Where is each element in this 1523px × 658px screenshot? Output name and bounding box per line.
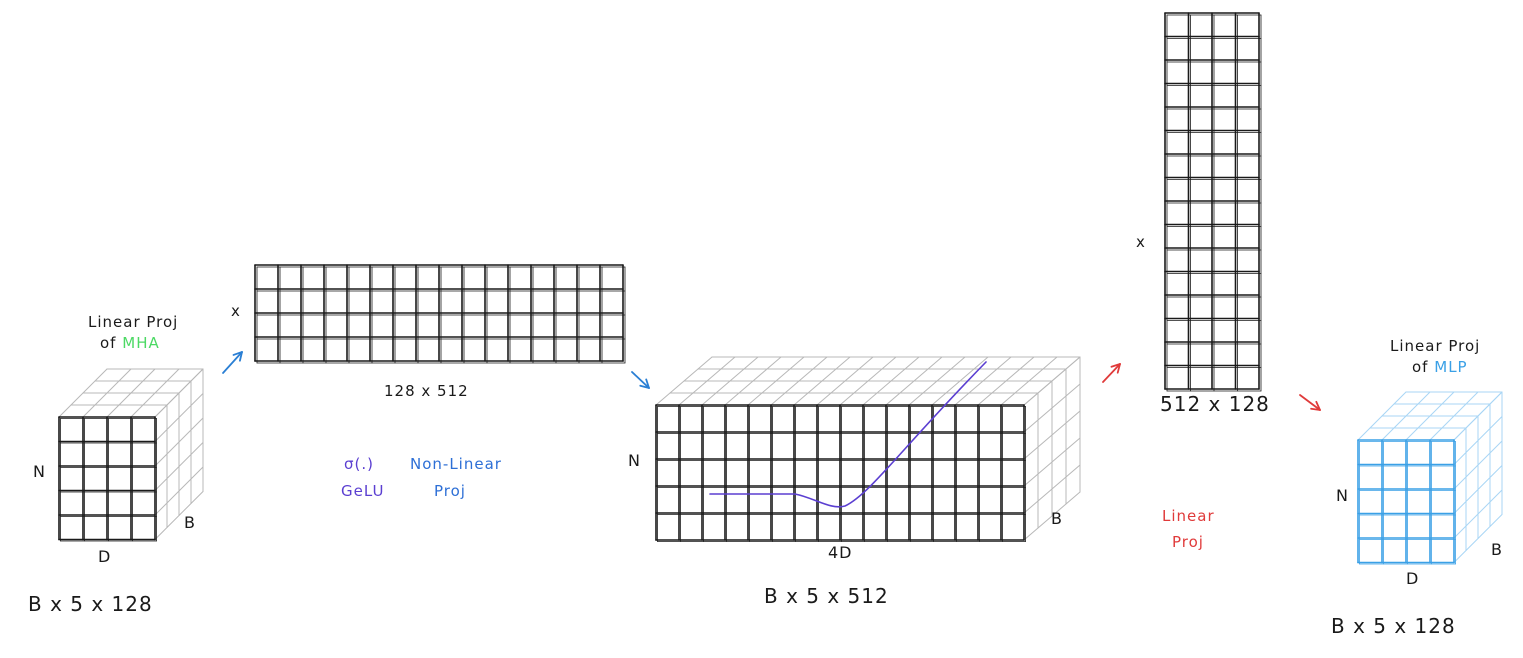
- output-axis-d: D: [1406, 569, 1420, 588]
- input-axis-d: D: [98, 547, 112, 566]
- input-title-line1: Linear Proj: [88, 313, 179, 331]
- arrow-icon-4: [1299, 394, 1321, 411]
- nonlinear-proj-label: Proj: [434, 482, 466, 500]
- linear-proj-label: Proj: [1172, 533, 1204, 551]
- nonlinear-label: Non-Linear: [410, 455, 502, 473]
- input-title-line2: of MHA: [100, 334, 160, 352]
- arrow-icon-4-head: [1310, 407, 1321, 411]
- output-title-line2: of MLP: [1412, 358, 1468, 376]
- input-axis-b: B: [184, 513, 196, 532]
- input-axis-n: N: [33, 462, 46, 481]
- arrow-icon-2: [631, 371, 650, 389]
- arrow-icon-3: [1102, 363, 1121, 383]
- arrow-icon-1: [222, 351, 243, 374]
- arrow-icon-2-head: [645, 378, 650, 389]
- weight1-shape-label: 128 x 512: [384, 382, 469, 400]
- mlp-highlight: MLP: [1434, 358, 1468, 376]
- output-title-line1: Linear Proj: [1390, 337, 1481, 355]
- hidden-axis-b: B: [1051, 509, 1063, 528]
- gelu-label: GeLU: [341, 482, 385, 500]
- multiply-sign-1: x: [231, 302, 241, 320]
- weight-matrix-128x512: [254, 264, 626, 364]
- gelu-curve-icon: [709, 361, 987, 508]
- arrow-icon-3-head: [1110, 363, 1121, 368]
- gelu-curve-path: [709, 361, 987, 508]
- arrow-icon-1-head: [232, 351, 243, 356]
- arrow-icon-3-head: [1116, 363, 1121, 374]
- hidden-shape-label: B x 5 x 512: [764, 584, 889, 608]
- arrow-icon-2-head: [639, 384, 650, 389]
- output-title-prefix: of: [1412, 358, 1429, 376]
- output-axis-b: B: [1491, 540, 1503, 559]
- mha-highlight: MHA: [122, 334, 160, 352]
- sigma-label: σ(.): [344, 455, 374, 473]
- linear-label: Linear: [1162, 507, 1215, 525]
- flow-arrows: [222, 351, 1321, 411]
- output-tensor-cube: [1357, 391, 1503, 565]
- weight2-shape-label: 512 x 128: [1160, 392, 1270, 416]
- arrow-icon-1-head: [239, 351, 243, 362]
- arrow-icon-4-head: [1315, 400, 1321, 411]
- multiply-sign-2: x: [1136, 233, 1146, 251]
- input-tensor-cube: [58, 368, 204, 542]
- input-shape-label: B x 5 x 128: [28, 592, 153, 616]
- hidden-axis-4d: 4D: [828, 543, 853, 562]
- hidden-axis-n: N: [628, 451, 641, 470]
- input-title-prefix: of: [100, 334, 117, 352]
- output-axis-n: N: [1336, 486, 1349, 505]
- output-shape-label: B x 5 x 128: [1331, 614, 1456, 638]
- hidden-tensor-cube: [655, 356, 1081, 542]
- weight-matrix-512x128: [1164, 12, 1262, 392]
